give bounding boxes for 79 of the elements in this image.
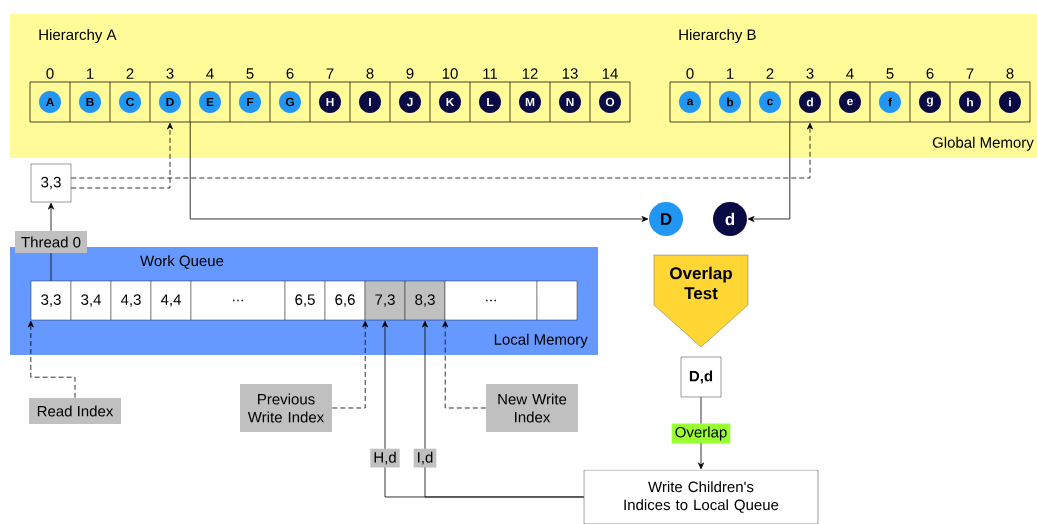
arrow (70, 122, 813, 179)
arrow (331, 320, 369, 409)
index-number: 8 (366, 68, 374, 79)
index-number: 0 (686, 68, 694, 79)
array-cell: F (229, 81, 271, 123)
index-box: 3,3 (30, 163, 72, 203)
arrow (189, 121, 649, 222)
queue-cell: 6,6 (324, 280, 366, 321)
array-cell: c (749, 81, 791, 123)
array-cell: J (389, 81, 431, 123)
index-number: 0 (46, 68, 54, 79)
index-number: 11 (483, 68, 498, 79)
index-number: 10 (442, 68, 458, 79)
arrow (70, 122, 173, 189)
index-number: 9 (406, 68, 414, 79)
arrow (27, 320, 76, 399)
queue-cell: 4,4 (150, 280, 192, 321)
node-label: Hierarchy B (679, 29, 756, 43)
queue-cell: 6,5 (284, 280, 326, 321)
array-cell: C (109, 81, 151, 123)
array-cell: I (349, 81, 391, 123)
index-number: 1 (727, 68, 734, 79)
pair-box: D,d (680, 356, 722, 398)
array-cell: G (269, 81, 311, 123)
queue-cell: 4,3 (110, 280, 152, 321)
pointer-label: Read Index (29, 398, 121, 424)
array-cell: e (829, 81, 871, 123)
array-cell: i (989, 81, 1031, 123)
index-number: 6 (926, 68, 934, 79)
array-cell: L (469, 81, 511, 123)
index-number: 4 (846, 68, 854, 79)
array-cell: f (869, 81, 911, 123)
arrow (422, 320, 585, 498)
array-cell: B (69, 81, 111, 123)
queue-cell: 8,3 (404, 280, 446, 321)
edge-label: Overlap (671, 423, 731, 444)
index-number: 5 (246, 68, 254, 79)
index-number: 8 (1006, 68, 1014, 79)
array-cell: H (309, 81, 351, 123)
array-cell: b (709, 81, 751, 123)
index-number: 5 (886, 68, 894, 79)
edge-label: I,d (413, 448, 437, 468)
index-number: 6 (286, 68, 294, 79)
pointer-label: New Write Index (486, 384, 578, 432)
queue-cell: 3,4 (70, 280, 112, 321)
array-cell: g (909, 81, 951, 123)
edge-label: H,d (370, 448, 400, 468)
array-cell: D (149, 81, 191, 123)
queue-cell (536, 280, 578, 321)
array-cell: d (789, 81, 831, 123)
arrow (48, 202, 54, 232)
queue-cell: 3,3 (30, 280, 72, 321)
index-number: 1 (87, 68, 94, 79)
index-number: 7 (326, 68, 334, 79)
array-cell: N (549, 81, 591, 123)
index-number: 4 (206, 68, 214, 79)
array-cell: M (509, 81, 551, 123)
index-number: 2 (126, 68, 134, 79)
array-cell: K (429, 81, 471, 123)
array-cell: E (189, 81, 231, 123)
index-number: 13 (562, 68, 578, 79)
pointer-label: Previous Write Index (240, 384, 332, 432)
index-number: 3 (806, 68, 814, 79)
index-number: 14 (602, 68, 618, 79)
array-cell: h (949, 81, 991, 123)
test-pentagon: Overlap Test (653, 254, 749, 348)
array-cell: O (589, 81, 631, 123)
index-number: 12 (522, 68, 538, 79)
arrow (747, 121, 791, 222)
index-number: 7 (966, 68, 974, 79)
arrow (442, 320, 487, 409)
index-number: 2 (766, 68, 774, 79)
process-box: Write Children's Indices to Local Queue (583, 469, 819, 524)
array-cell: a (669, 81, 711, 123)
index-number: 3 (166, 68, 174, 79)
array-cell: A (29, 81, 71, 123)
thread-label: Thread 0 (15, 231, 87, 253)
node-label: Hierarchy A (39, 29, 117, 43)
queue-cell: 7,3 (364, 280, 406, 321)
